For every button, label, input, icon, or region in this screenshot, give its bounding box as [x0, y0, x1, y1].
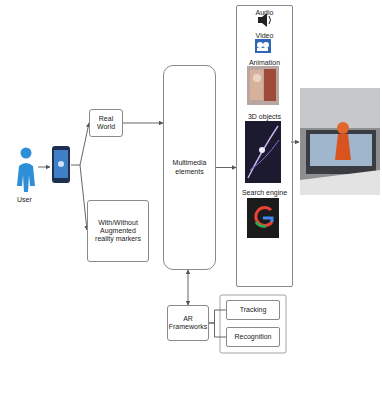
connector-arrow [216, 167, 236, 168]
animation-picture [247, 66, 279, 105]
ar-photo [337, 122, 349, 134]
flow-arrow [71, 165, 80, 166]
phone-icon [58, 161, 64, 167]
process-box: Real World [89, 109, 123, 137]
phone-icon [54, 150, 68, 178]
3d-objects-picture [245, 121, 281, 183]
group-outline [220, 295, 286, 353]
caption-label: User [17, 196, 32, 203]
media-label: Video [237, 32, 292, 40]
ar-photo [300, 88, 380, 195]
connector-arrow [188, 270, 189, 305]
connector-arrow [209, 323, 226, 337]
connector-arrow [123, 123, 163, 124]
animation-picture [247, 66, 279, 105]
phone-icon [52, 146, 70, 183]
animation-picture [264, 69, 276, 101]
flow-arrow [38, 167, 50, 168]
box-text: AR Frameworks [169, 315, 208, 331]
3d-objects-picture [245, 121, 281, 183]
speaker-icon [258, 17, 262, 23]
box-text: Recognition [235, 333, 272, 341]
box-text: With/Without Augmented reality markers [91, 219, 145, 243]
3d-objects-picture [259, 147, 265, 153]
ar-photo [335, 134, 351, 160]
media-label: Audio [237, 9, 292, 17]
box-text: Tracking [240, 306, 267, 314]
video-icon [255, 39, 271, 53]
ar-photo [300, 88, 380, 128]
video-icon [263, 42, 269, 48]
user-icon [21, 148, 32, 159]
animation-picture [250, 70, 263, 100]
3d-objects-picture [250, 140, 279, 170]
process-box: With/Without Augmented reality markers [87, 200, 149, 262]
speaker-icon [269, 16, 271, 24]
video-icon [255, 39, 271, 53]
search-engine-picture [247, 198, 279, 238]
ar-photo [300, 88, 380, 195]
connector-arrow [209, 310, 226, 323]
process-box: Multimedia elements [163, 65, 216, 270]
flow-arrow [80, 123, 89, 165]
flow-arrow [80, 165, 87, 230]
ar-photo [300, 170, 380, 195]
box-text: Multimedia elements [167, 159, 212, 175]
media-label: Animation [237, 59, 292, 67]
video-icon [257, 48, 268, 51]
process-box: Recognition [226, 327, 280, 347]
search-engine-picture [247, 198, 279, 238]
search-engine-picture [256, 208, 272, 226]
search-engine-picture [263, 218, 272, 222]
video-icon [257, 42, 263, 48]
animation-picture [253, 74, 261, 82]
3d-objects-picture [248, 126, 278, 178]
phone-icon [52, 146, 70, 183]
process-box: Tracking [226, 300, 280, 320]
ar-photo [306, 130, 376, 174]
user-icon [17, 163, 35, 192]
ar-photo [310, 134, 372, 166]
media-label: Search engine [237, 189, 292, 197]
media-panel: AudioVideoAnimation 3D objectsSearch engi… [236, 5, 293, 287]
media-label: 3D objects [237, 113, 292, 121]
process-box: AR Frameworks [167, 305, 209, 341]
search-engine-picture [256, 222, 266, 226]
user-icon [17, 148, 35, 193]
box-text: Real World [93, 115, 119, 131]
